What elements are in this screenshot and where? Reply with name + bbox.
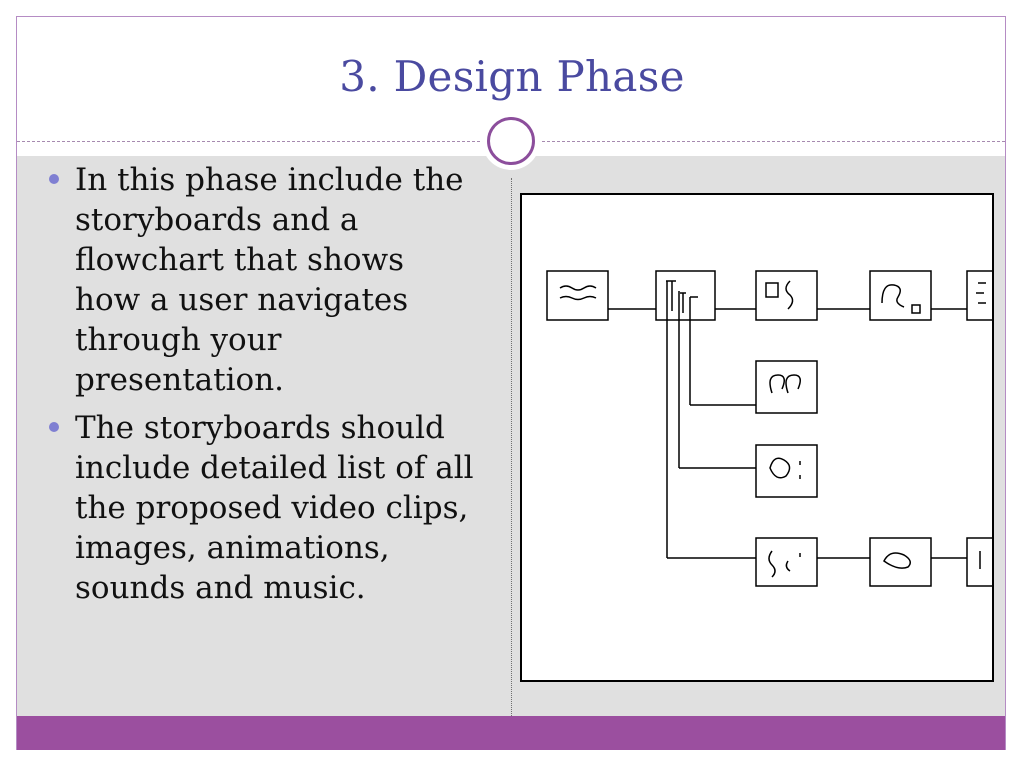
- splash-sketch: [768, 550, 801, 578]
- bullet-text: In this phase include the storyboards an…: [75, 162, 464, 398]
- footer-accent-bar: [17, 716, 1005, 750]
- circle-ornament-icon: [482, 112, 540, 170]
- storyboard-box: [869, 537, 932, 587]
- storyboard-box: [755, 360, 818, 414]
- diagram-frame: [520, 193, 994, 682]
- figure-sketch: [881, 284, 921, 314]
- shapes-sketch: [765, 280, 794, 310]
- partial-sketch: [976, 282, 986, 304]
- storyboard-box: [755, 270, 818, 321]
- cloud-sketch: [883, 552, 911, 569]
- column-divider: [511, 178, 512, 716]
- storyboard-box: [966, 537, 994, 587]
- blob-sketch: [769, 457, 801, 479]
- storyboard-box: [966, 270, 994, 321]
- bullet-item: In this phase include the storyboards an…: [48, 160, 478, 400]
- people-sketch: [769, 374, 801, 394]
- bullet-dot-icon: [49, 174, 59, 184]
- bullet-list: In this phase include the storyboards an…: [48, 160, 478, 616]
- flowchart-diagram: [520, 193, 994, 682]
- storyboard-box: [755, 444, 818, 498]
- slide-title: 3. Design Phase: [339, 52, 685, 101]
- bullet-dot-icon: [49, 422, 59, 432]
- ring-icon: [487, 117, 535, 165]
- storyboard-box: [655, 270, 716, 321]
- storyboard-box: [546, 270, 609, 321]
- bullet-text: The storyboards should include detailed …: [75, 410, 474, 606]
- storyboard-box: [869, 270, 932, 321]
- scribble-sketch: [559, 285, 597, 301]
- bullet-item: The storyboards should include detailed …: [48, 408, 478, 608]
- menu-sketch: [666, 280, 698, 313]
- storyboard-box: [755, 537, 818, 587]
